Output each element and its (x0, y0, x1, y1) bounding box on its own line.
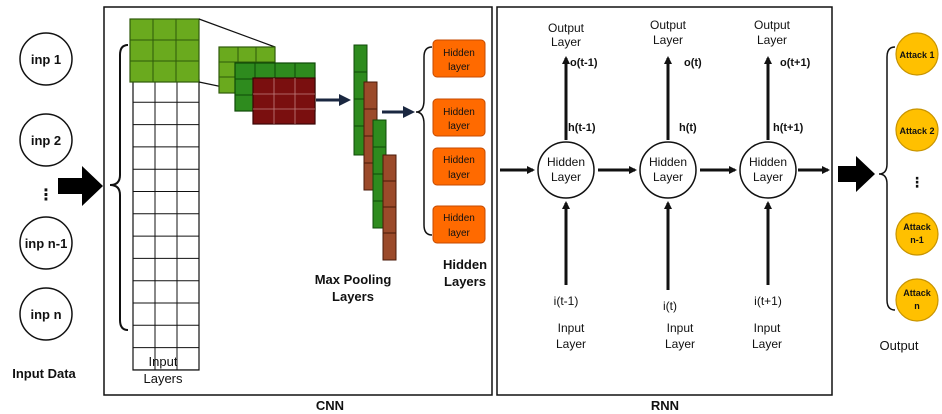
output-node-2-label: Attack 2 (899, 126, 934, 136)
rnn-title: RNN (651, 398, 679, 413)
output-node-2: Attack 2 (895, 108, 939, 152)
hidden-box-1: Hidden layer (432, 39, 486, 78)
rnn-cell-2-h: h(t) (679, 122, 697, 134)
rnn-cell-3-i: i(t+1) (754, 294, 782, 308)
conv-feature-map-1 (129, 18, 200, 83)
rnn-cell-1-output-label-2: Layer (551, 35, 581, 49)
rnn-cell-2-i: i(t) (663, 299, 677, 313)
output-ellipsis: ⋮ (910, 174, 924, 190)
rnn-cell-2-output-label-1: Output (650, 18, 687, 32)
input-node-n (19, 287, 73, 341)
rnn-cell-3: Output Layer o(t+1) h(t+1) Hidden Layer … (739, 18, 811, 351)
input-layers-label-1: Input (149, 354, 178, 369)
rnn-cell-3-input-label-1: Input (754, 321, 781, 335)
rnn-cell-3-h: h(t+1) (773, 122, 804, 134)
hidden-box-3-line-1: Hidden (443, 155, 475, 166)
max-pooling-label-1: Max Pooling (315, 272, 392, 287)
hidden-box-2: Hidden layer (432, 98, 486, 137)
output-node-n-label-2: n (914, 301, 920, 311)
rnn-cell-2: Output Layer o(t) h(t) Hidden Layer i(t)… (639, 18, 702, 351)
rnn-cell-1-i: i(t-1) (554, 294, 579, 308)
pooling-bars (353, 44, 397, 261)
hidden-box-1-line-1: Hidden (443, 48, 475, 59)
output-brace (878, 46, 896, 311)
hidden-box-3: Hidden layer (432, 147, 486, 186)
rnn-cell-3-node (739, 141, 797, 199)
input-layers-label-2: Layers (143, 371, 183, 386)
input-node-1-label: inp 1 (31, 52, 61, 67)
max-pooling-label-2: Layers (332, 289, 374, 304)
rnn-cell-3-input-label-2: Layer (752, 337, 782, 351)
hidden-box-2-line-1: Hidden (443, 107, 475, 118)
rnn-cell-3-o: o(t+1) (780, 57, 811, 69)
rnn-cell-1-node-label-1: Hidden (547, 155, 585, 169)
hidden-box-1-line-2: layer (448, 62, 470, 73)
hidden-layers-brace (415, 46, 433, 236)
rnn-cell-1-output-label-1: Output (548, 21, 585, 35)
hidden-layers-label-2: Layers (444, 274, 486, 289)
rnn-cell-1-o: o(t-1) (570, 57, 598, 69)
input-to-cnn-arrow (58, 166, 103, 206)
rnn-cell-1-input-label-2: Layer (556, 337, 586, 351)
rnn-cell-1: Output Layer o(t-1) h(t-1) Hidden Layer … (537, 21, 598, 351)
output-node-1: Attack 1 (895, 32, 939, 76)
output-node-n-label-1: Attack (903, 288, 932, 298)
hidden-layers-label-1: Hidden (443, 257, 487, 272)
rnn-cell-1-input-label-1: Input (558, 321, 585, 335)
output-caption: Output (879, 338, 918, 353)
rnn-cell-1-node (537, 141, 595, 199)
rnn-cell-2-node-label-1: Hidden (649, 155, 687, 169)
cnn-panel (103, 6, 493, 396)
rnn-cell-2-input-label-1: Input (667, 321, 694, 335)
input-data-group: inp 1 inp 2 ⋮ inp n-1 inp n Input Data (12, 32, 77, 381)
input-layer-grid (132, 79, 200, 371)
rnn-cell-2-input-label-2: Layer (665, 337, 695, 351)
input-node-n-1 (19, 216, 73, 270)
hidden-box-2-line-2: layer (448, 121, 470, 132)
input-node-1 (19, 32, 73, 86)
cnn-title: CNN (316, 398, 344, 413)
hidden-box-4: Hidden layer (432, 205, 486, 244)
input-data-caption: Input Data (12, 366, 76, 381)
input-node-2 (19, 113, 73, 167)
rnn-cell-1-h: h(t-1) (568, 122, 596, 134)
conv-projection-line-top (198, 18, 276, 48)
output-node-n-1-label-1: Attack (903, 222, 932, 232)
rnn-cell-3-output-label-2: Layer (757, 33, 787, 47)
rnn-cell-1-node-label-2: Layer (551, 170, 581, 184)
rnn-cell-2-node-label-2: Layer (653, 170, 683, 184)
input-node-n-1-label: inp n-1 (25, 236, 68, 251)
rnn-cell-3-node-label-1: Hidden (749, 155, 787, 169)
hidden-box-3-line-2: layer (448, 170, 470, 181)
output-node-n-1: Attack n-1 (895, 212, 939, 256)
rnn-to-output-arrow (838, 156, 875, 192)
rnn-panel (496, 6, 833, 396)
rnn-cell-2-o: o(t) (684, 57, 702, 69)
input-ellipsis: ⋮ (38, 187, 54, 204)
hidden-box-4-line-2: layer (448, 228, 470, 239)
output-node-1-label: Attack 1 (899, 50, 934, 60)
rnn-cell-2-node (639, 141, 697, 199)
hidden-box-4-line-1: Hidden (443, 213, 475, 224)
input-node-2-label: inp 2 (31, 133, 61, 148)
rnn-cell-3-output-label-1: Output (754, 18, 791, 32)
conv-feature-map-4 (252, 77, 316, 125)
input-layers-brace (109, 44, 129, 331)
output-node-n-1-label-2: n-1 (910, 235, 924, 245)
output-node-n: Attack n (895, 278, 939, 322)
input-node-n-label: inp n (30, 307, 61, 322)
rnn-cell-3-node-label-2: Layer (753, 170, 783, 184)
rnn-cell-2-output-label-2: Layer (653, 33, 683, 47)
